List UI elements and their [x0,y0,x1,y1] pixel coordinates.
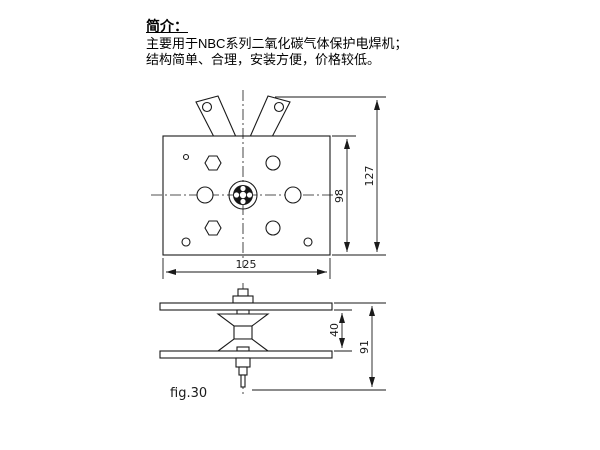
shaft-cap [232,288,254,304]
roller-flange-top [216,313,270,327]
dim-width-125: 125 [162,258,331,279]
figure-label: fig.30 [170,386,207,401]
wire-feed-roller [216,309,270,352]
round-hole-top [265,155,281,171]
hex-hole-top [204,155,222,171]
top-view [151,90,342,267]
roller-spacer-bottom [236,346,250,352]
intro-line-2: 结构简单、合理，安装方便，价格较低。 [146,52,381,67]
plate-holes [181,153,313,247]
center-bearing [228,180,258,210]
small-hole-bottom-left [181,237,191,247]
top-plate-edge [159,302,333,311]
dim-label-side-height: 91 [358,340,371,354]
round-hole-left [196,186,214,204]
roller-spacer-top [236,309,250,315]
intro-line-1: 主要用于NBC系列二氧化碳气体保护电焊机； [146,36,408,51]
side-view [159,283,333,395]
intro-heading: 简介： [146,18,188,34]
dim-label-width: 125 [236,258,257,271]
dim-side-height-91: 91 [252,302,386,391]
bottom-plate-edge [159,350,333,359]
dim-roller-height-40: 40 [328,309,352,352]
round-hole-bottom [265,220,281,236]
intro-text-block: 简介： 主要用于NBC系列二氧化碳气体保护电焊机； 结构简单、合理，安装方便，价… [146,18,407,68]
small-hole-top-left [182,153,190,161]
dim-plate-height-98: 98 [332,135,386,256]
roller-hub [233,325,253,340]
dim-label-total-height: 127 [363,166,376,187]
shaft-bolt [235,357,251,388]
small-hole-bottom-right [303,237,313,247]
dim-total-height-127: 127 [275,96,386,252]
hex-hole-bottom [204,220,222,236]
mounting-tab-right [249,95,291,138]
tab-hole-left [201,101,213,113]
dim-label-roller-height: 40 [328,323,341,337]
round-hole-right [284,186,302,204]
tab-hole-right [273,101,285,113]
dim-label-plate-height: 98 [333,189,346,203]
mounting-tab-left [195,95,237,138]
